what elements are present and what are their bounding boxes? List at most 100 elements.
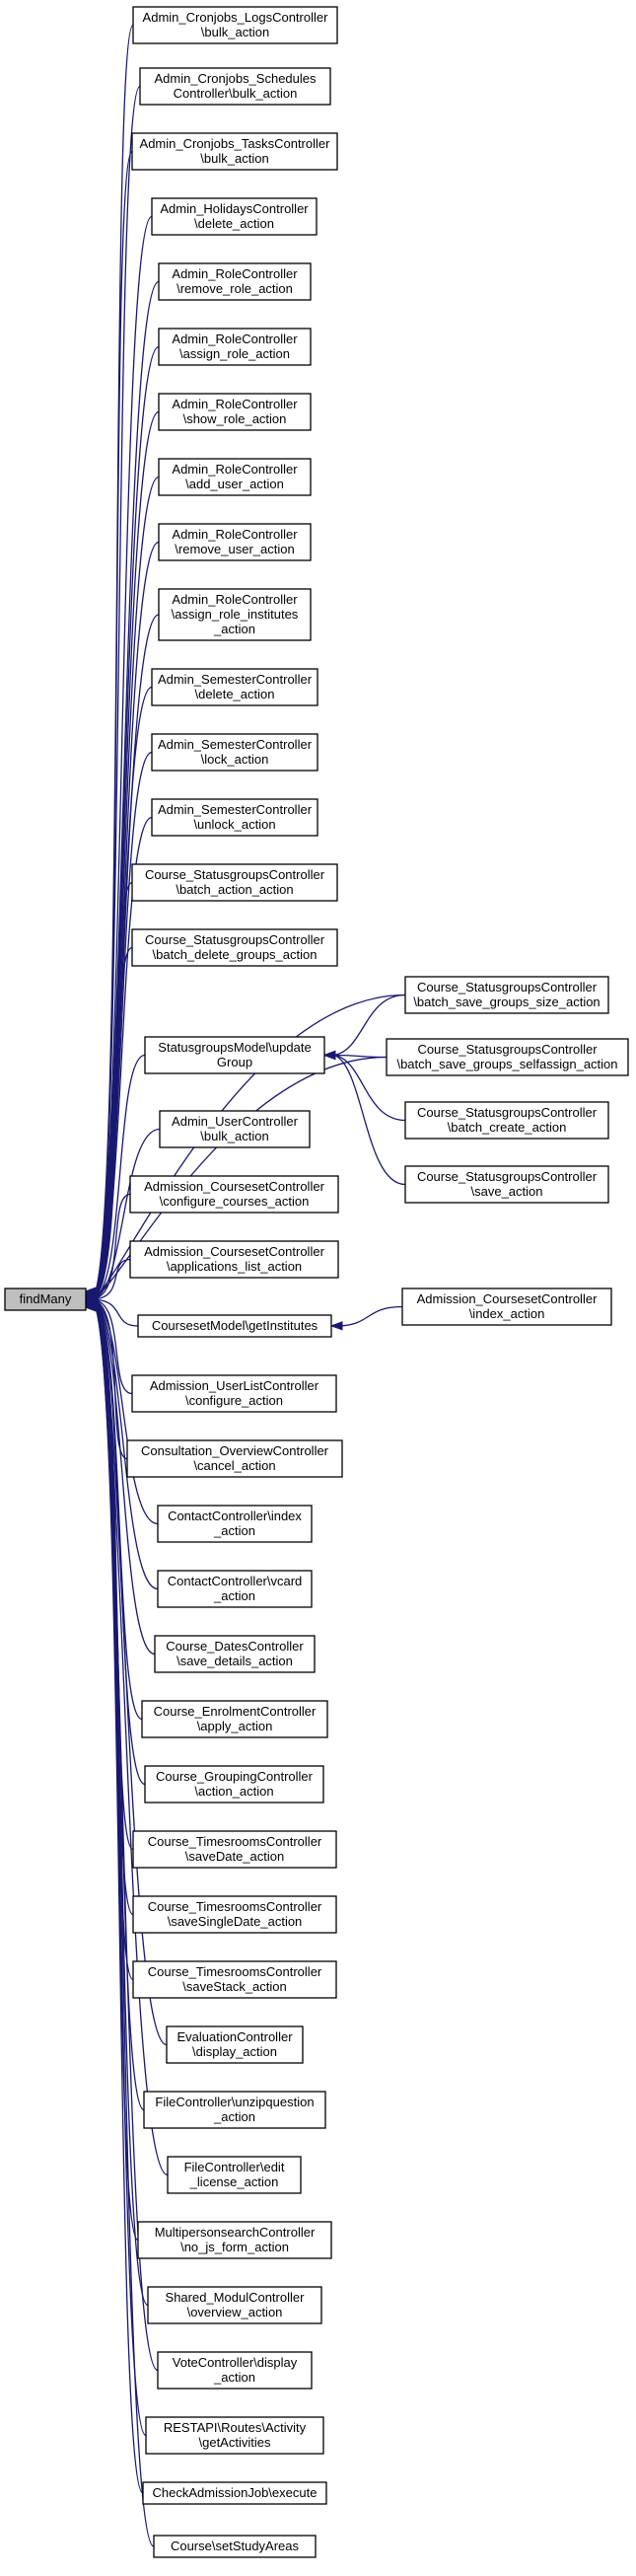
node-box	[144, 1036, 325, 1074]
node-box	[157, 2351, 313, 2390]
node-n6[interactable]: Admin_RoleController\assign_role_action	[158, 328, 312, 366]
node-n17[interactable]: Admin_UserController\bulk_action	[159, 1110, 311, 1148]
node-label-line: _action	[213, 2370, 255, 2385]
node-label-line: \getActivities	[199, 2435, 271, 2450]
edge-n31-to-findMany	[95, 1305, 168, 2046]
node-n22[interactable]: Consultation_OverviewController\cancel_a…	[126, 1439, 343, 1478]
node-label-line: Admin_RoleController	[172, 266, 298, 281]
edge-n6-to-findMany	[95, 345, 160, 1292]
edge-n12-to-findMany	[95, 751, 153, 1295]
node-n13[interactable]: Admin_SemesterController\unlock_action	[151, 798, 318, 837]
node-n11[interactable]: Admin_SemesterController\delete_action	[151, 668, 318, 706]
edge-n19-to-findMany	[95, 1258, 131, 1300]
node-label-line: CoursesetModel\getInstitutes	[152, 1318, 318, 1333]
node-n28[interactable]: Course_TimesroomsController\saveDate_act…	[132, 1830, 337, 1869]
node-n25[interactable]: Course_DatesController\save_details_acti…	[154, 1635, 316, 1673]
node-n10[interactable]: Admin_RoleController\assign_role_institu…	[158, 588, 312, 641]
node-n18[interactable]: Admission_CoursesetController\configure_…	[129, 1175, 339, 1214]
node-n2[interactable]: Admin_Cronjobs_SchedulesController\bulk_…	[139, 67, 331, 106]
node-label-line: \unlock_action	[193, 817, 275, 832]
node-label-line: Admin_SemesterController	[158, 672, 313, 687]
node-n1[interactable]: Admin_Cronjobs_LogsController\bulk_actio…	[132, 6, 338, 44]
node-n15[interactable]: Course_StatusgroupsController\batch_dele…	[131, 928, 338, 967]
node-r2[interactable]: Course_StatusgroupsController\batch_save…	[386, 1038, 629, 1076]
node-n26[interactable]: Course_EnrolmentController\apply_action	[141, 1700, 328, 1738]
node-n34[interactable]: MultipersonsearchController\no_js_form_a…	[137, 2221, 332, 2259]
node-label-line: \batch_save_groups_size_action	[413, 994, 600, 1009]
node-label-line: \overview_action	[187, 2305, 283, 2319]
node-n36[interactable]: VoteController\display_action	[157, 2351, 313, 2390]
edge-r3-to-n16	[333, 1054, 406, 1122]
node-n20[interactable]: CoursesetModel\getInstitutes	[137, 1314, 332, 1338]
node-n12[interactable]: Admin_SemesterController\lock_action	[151, 733, 318, 772]
node-label-line: _action	[213, 1588, 255, 1603]
edge-n9-to-findMany	[95, 541, 160, 1293]
arrowhead-r4-to-n16	[322, 1050, 336, 1061]
node-label-line: \saveDate_action	[185, 1849, 284, 1864]
node-label-line: \saveSingleDate_action	[168, 1914, 303, 1929]
node-label-line: Admin_UserController	[172, 1114, 299, 1129]
root-node[interactable]: findMany	[4, 1288, 87, 1311]
node-n27[interactable]: Course_GroupingController\action_action	[144, 1765, 324, 1803]
node-n29[interactable]: Course_TimesroomsController\saveSingleDa…	[132, 1895, 337, 1934]
node-label-line: Course_TimesroomsController	[148, 1899, 322, 1914]
node-n5[interactable]: Admin_RoleController\remove_role_action	[158, 262, 312, 301]
node-n23[interactable]: ContactController\index_action	[157, 1505, 313, 1543]
node-label-line: \saveStack_action	[182, 1979, 287, 1994]
node-n39[interactable]: Course\setStudyAreas	[153, 2535, 317, 2558]
node-r5[interactable]: Admission_CoursesetController\index_acti…	[401, 1288, 612, 1326]
node-box	[157, 1505, 313, 1543]
node-box	[129, 1240, 339, 1279]
node-box	[129, 1175, 339, 1214]
node-n21[interactable]: Admission_UserListController\configure_a…	[131, 1374, 337, 1413]
node-label-line: FileController\unzipquestion	[155, 2095, 314, 2109]
node-box	[132, 1960, 337, 1999]
edge-n3-to-findMany	[95, 150, 133, 1292]
node-box	[158, 588, 312, 641]
node-n35[interactable]: Shared_ModulController\overview_action	[147, 2286, 322, 2324]
node-n38[interactable]: CheckAdmissionJob\execute	[142, 2481, 327, 2505]
node-box	[126, 1439, 343, 1478]
node-n14[interactable]: Course_StatusgroupsController\batch_acti…	[131, 863, 338, 902]
node-box	[131, 132, 338, 171]
node-label-line: Group	[217, 1055, 252, 1069]
edge-n20-to-findMany	[95, 1298, 139, 1327]
node-label-line: Course_StatusgroupsController	[145, 867, 325, 882]
node-label-line: Course_TimesroomsController	[148, 1834, 322, 1849]
node-n24[interactable]: ContactController\vcard_action	[157, 1570, 313, 1608]
node-label-line: _license_action	[189, 2174, 279, 2189]
node-n7[interactable]: Admin_RoleController\show_role_action	[158, 393, 312, 431]
node-label-line: Shared_ModulController	[166, 2290, 306, 2305]
node-n3[interactable]: Admin_Cronjobs_TasksController\bulk_acti…	[131, 132, 338, 171]
node-n4[interactable]: Admin_HolidaysController\delete_action	[151, 197, 318, 236]
node-n32[interactable]: FileController\unzipquestion_action	[143, 2091, 326, 2129]
node-r1[interactable]: Course_StatusgroupsController\batch_save…	[404, 976, 609, 1014]
node-n31[interactable]: EvaluationController\display_action	[166, 2025, 304, 2064]
node-label-line: Controller\bulk_action	[174, 86, 298, 101]
node-n30[interactable]: Course_TimesroomsController\saveStack_ac…	[132, 1960, 337, 1999]
node-box	[167, 2156, 302, 2194]
node-n8[interactable]: Admin_RoleController\add_user_action	[158, 458, 312, 496]
node-label-line: Admin_RoleController	[172, 592, 298, 607]
node-label-line: Admission_CoursesetController	[417, 1291, 598, 1306]
node-box	[137, 1314, 332, 1338]
node-box	[158, 458, 312, 496]
node-label-line: \delete_action	[195, 687, 275, 701]
edge-n17-to-findMany	[95, 1128, 161, 1299]
edge-n36-to-findMany	[95, 1306, 159, 2372]
node-r4[interactable]: Course_StatusgroupsController\save_actio…	[404, 1165, 609, 1204]
node-n19[interactable]: Admission_CoursesetController\applicatio…	[129, 1240, 339, 1279]
node-box	[386, 1038, 629, 1076]
node-label-line: Admin_Cronjobs_LogsController	[143, 10, 329, 25]
node-label-line: \index_action	[469, 1306, 545, 1321]
node-box	[157, 1570, 313, 1608]
node-n9[interactable]: Admin_RoleController\remove_user_action	[158, 523, 312, 561]
node-box	[145, 2416, 324, 2455]
node-label-line: Course_StatusgroupsController	[417, 1105, 598, 1120]
node-n37[interactable]: RESTAPI\Routes\Activity\getActivities	[145, 2416, 324, 2455]
node-n33[interactable]: FileController\edit_license_action	[167, 2156, 302, 2194]
node-r3[interactable]: Course_StatusgroupsController\batch_crea…	[404, 1101, 609, 1140]
edge-r4-to-n16	[333, 1054, 406, 1186]
node-label-line: _action	[213, 2109, 255, 2124]
